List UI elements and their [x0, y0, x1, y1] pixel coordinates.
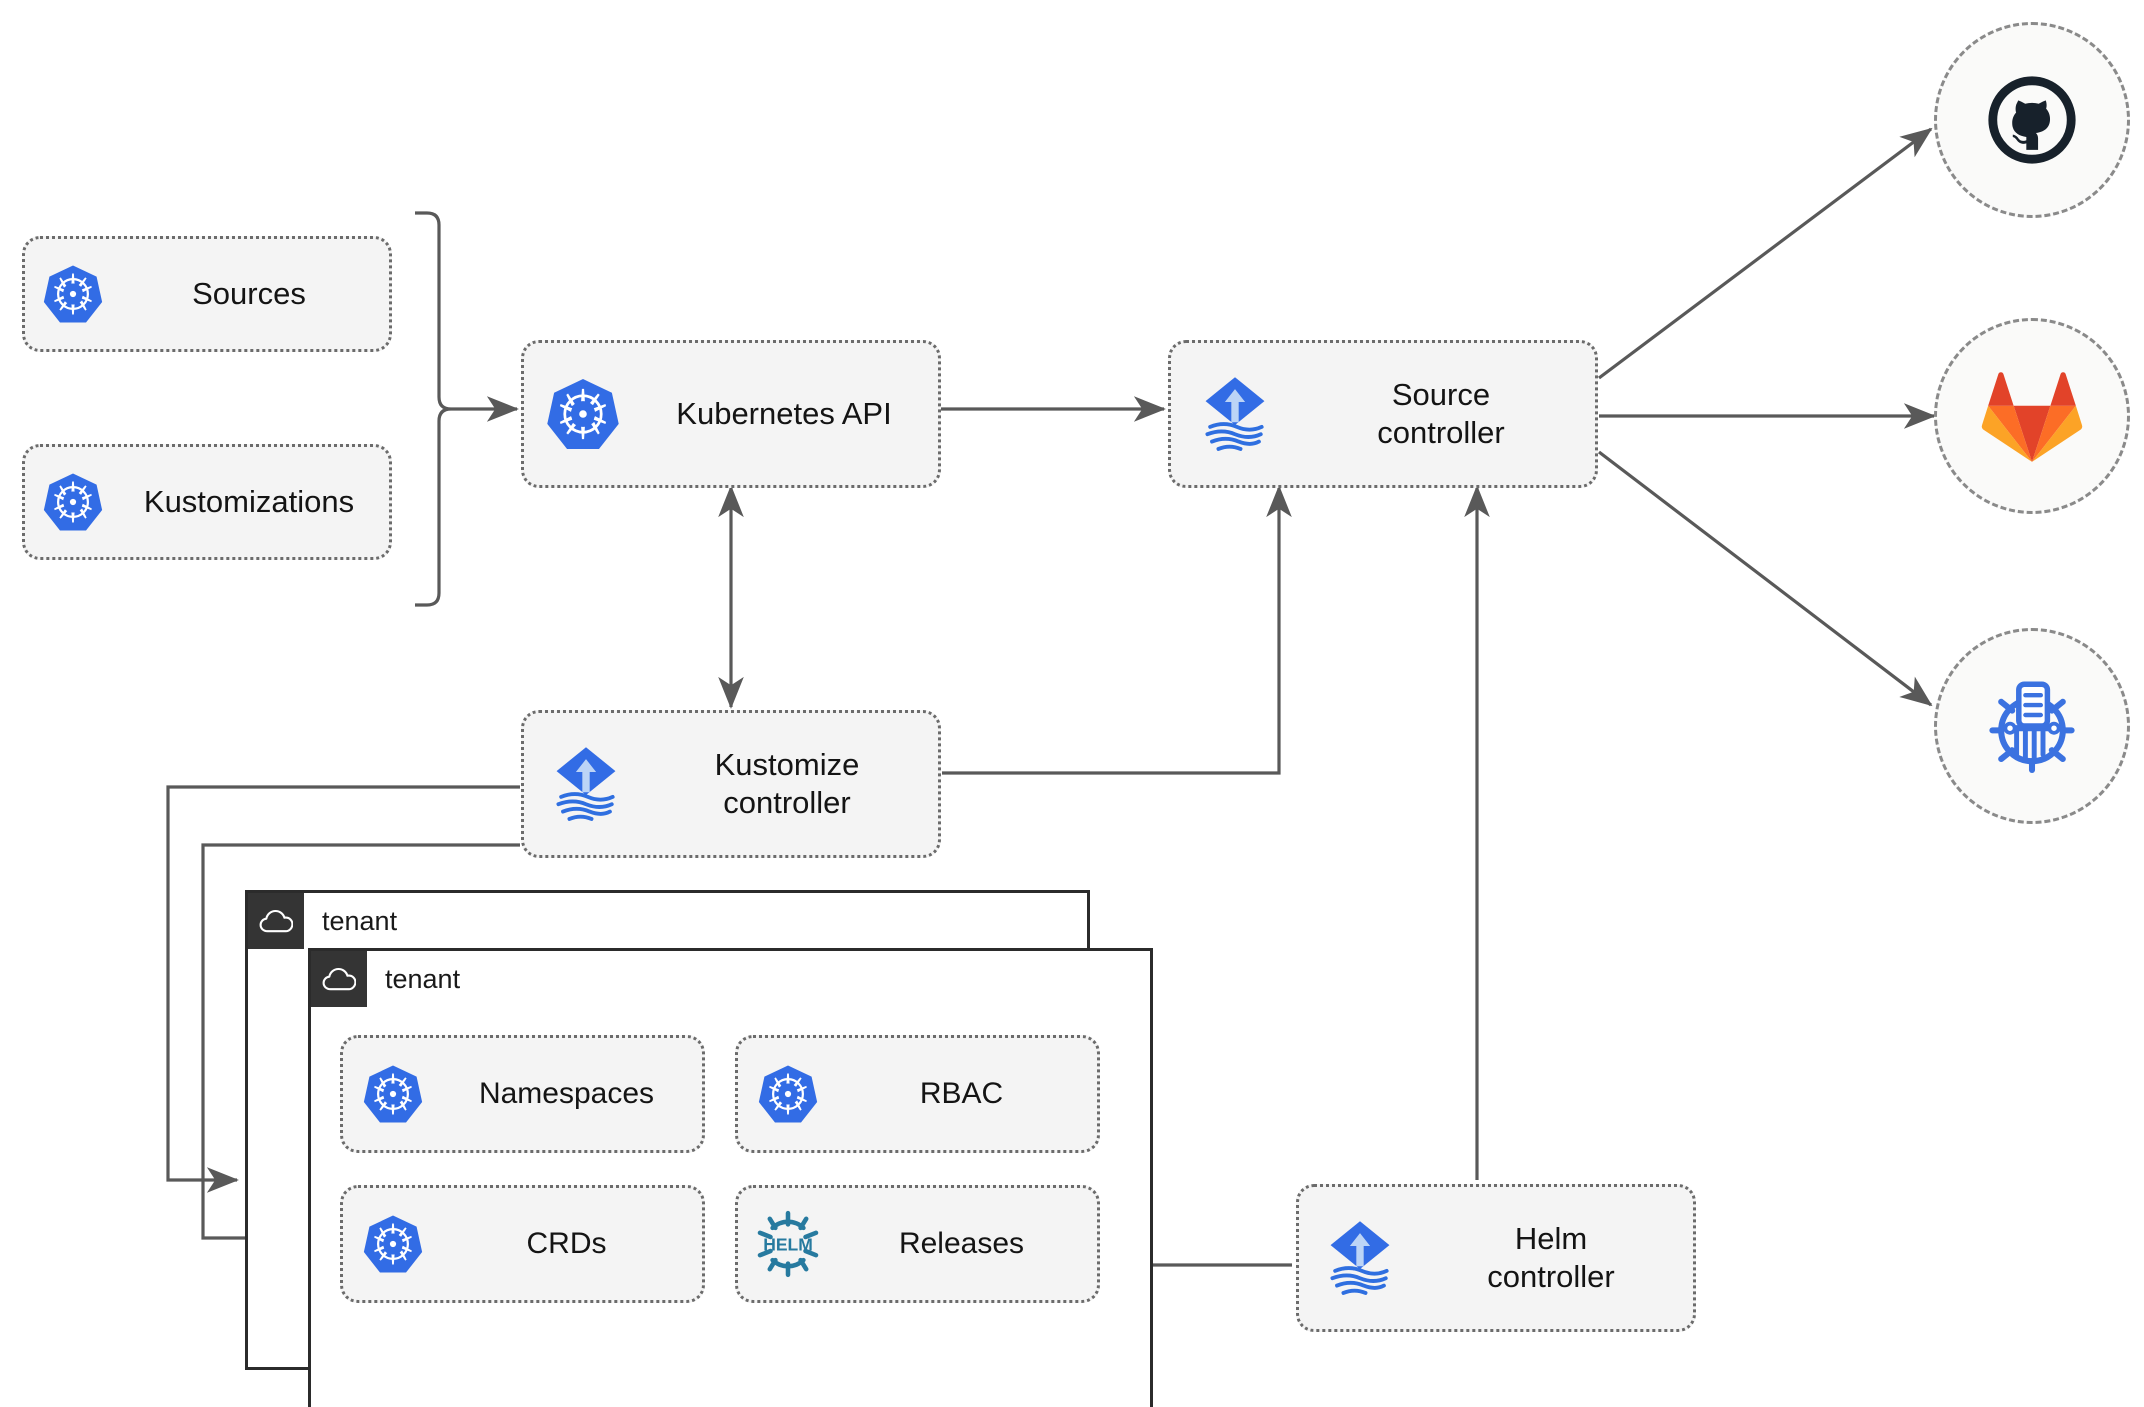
tenant-title: tenant [385, 963, 461, 994]
node-sources[interactable]: Sources [22, 236, 392, 352]
node-label: Kustomize controller [714, 747, 860, 820]
node-releases[interactable]: HELM Releases [735, 1185, 1100, 1303]
kubernetes-icon [343, 1213, 443, 1275]
helm-icon: HELM [738, 1209, 838, 1279]
kubernetes-icon [524, 376, 642, 452]
kubernetes-icon [25, 263, 121, 325]
edge-source-to-helm-repository [1598, 450, 1933, 707]
node-kustomize-controller[interactable]: Kustomize controller [521, 710, 941, 858]
kubernetes-icon [25, 471, 121, 533]
tenant-box-2[interactable]: tenant [308, 948, 1153, 1407]
tenant-header: tenant [248, 893, 397, 949]
node-namespaces[interactable]: Namespaces [340, 1035, 705, 1153]
flux-icon [1299, 1212, 1421, 1304]
edge-kustomize-to-source [942, 485, 1292, 775]
node-label: Kubernetes API [676, 396, 892, 432]
node-kustomizations[interactable]: Kustomizations [22, 444, 392, 560]
edge-source-to-github [1598, 127, 1933, 380]
edge-resources-bracket [415, 211, 452, 607]
node-crds[interactable]: CRDs [340, 1185, 705, 1303]
helm-repository-icon [1989, 681, 2075, 774]
node-kubernetes-api[interactable]: Kubernetes API [521, 340, 941, 488]
node-label: Namespaces [478, 1076, 655, 1110]
node-label: Releases [898, 1226, 1025, 1260]
kubernetes-icon [738, 1063, 838, 1125]
node-source-controller[interactable]: Source controller [1168, 340, 1598, 488]
tenant-title: tenant [322, 905, 398, 936]
provider-github[interactable] [1934, 22, 2130, 218]
node-label: RBAC [919, 1076, 1004, 1110]
cloud-icon [311, 951, 367, 1007]
svg-text:HELM: HELM [763, 1234, 813, 1254]
provider-helm-repository[interactable] [1934, 628, 2130, 824]
node-label: Helm controller [1487, 1221, 1615, 1294]
node-label: CRDs [526, 1226, 607, 1260]
node-label: Source controller [1377, 377, 1505, 450]
node-rbac[interactable]: RBAC [735, 1035, 1100, 1153]
provider-gitlab[interactable] [1934, 318, 2130, 514]
tenant-header: tenant [311, 951, 460, 1007]
cloud-icon [248, 893, 304, 949]
flux-icon [524, 738, 648, 830]
gitlab-icon [1981, 372, 2083, 462]
node-label: Sources [192, 276, 306, 312]
node-helm-controller[interactable]: Helm controller [1296, 1184, 1696, 1332]
github-icon [1988, 76, 2076, 164]
node-label: Kustomizations [143, 484, 355, 520]
flux-icon [1171, 368, 1299, 460]
kubernetes-icon [343, 1063, 443, 1125]
